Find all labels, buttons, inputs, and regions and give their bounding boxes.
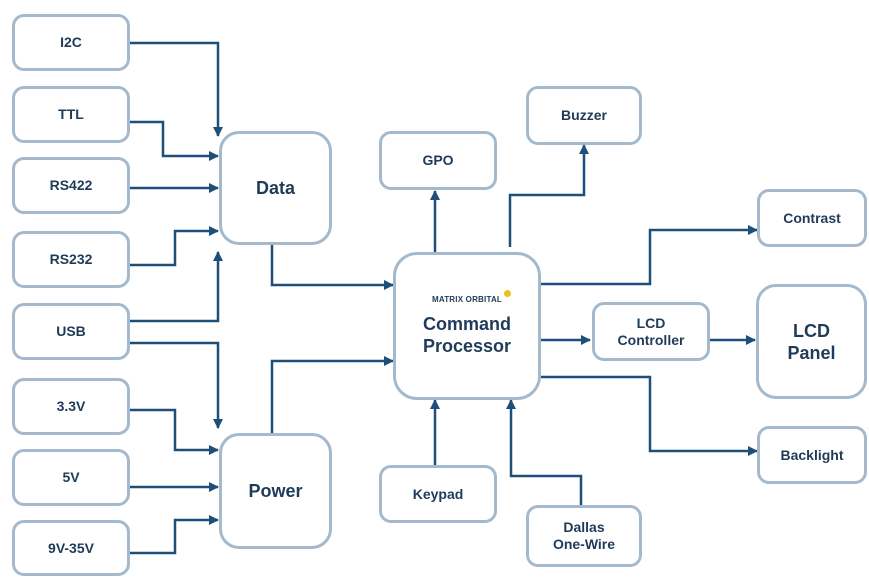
rs232-label: RS232: [49, 251, 93, 267]
buzzer-box: Buzzer: [526, 86, 642, 145]
lcd-panel-block: LCD Panel: [756, 284, 867, 399]
usb-label: USB: [56, 323, 86, 339]
wire-processor-buzzer: [508, 144, 589, 247]
rs422-box: RS422: [12, 157, 130, 214]
contrast-label: Contrast: [783, 209, 841, 226]
wire-ttl-data: [130, 120, 219, 161]
5v-box: 5V: [12, 449, 130, 506]
3v3-box: 3.3V: [12, 378, 130, 435]
dallas-one-wire-box: Dallas One-Wire: [526, 505, 642, 567]
i2c-label: I2C: [60, 34, 82, 50]
rs422-label: RS422: [49, 177, 93, 193]
matrix-orbital-logo: MATRIX ORBITAL: [432, 290, 512, 305]
lcd-panel-label-2: Panel: [787, 342, 836, 363]
dallas-label-1: Dallas: [563, 519, 605, 535]
wire-power-processor: [270, 356, 394, 433]
wire-dallas-processor: [506, 399, 583, 506]
rs232-box: RS232: [12, 231, 130, 288]
3v3-label: 3.3V: [56, 398, 86, 414]
power-label: Power: [248, 481, 303, 501]
wire-i2c-data: [130, 41, 223, 137]
data-block: Data: [219, 131, 332, 245]
gpo-box: GPO: [379, 131, 497, 190]
processor-line2: Processor: [422, 336, 512, 356]
9v35v-box: 9V-35V: [12, 520, 130, 576]
wire-usb-power: [130, 341, 223, 429]
power-block: Power: [219, 433, 332, 549]
backlight-label: Backlight: [780, 446, 844, 463]
gpo-label: GPO: [422, 152, 454, 168]
ttl-box: TTL: [12, 86, 130, 143]
lcd-controller-label-1: LCD: [636, 314, 666, 331]
wire-data-processor: [270, 245, 394, 290]
dallas-label-2: One-Wire: [552, 536, 616, 552]
9v35v-label: 9V-35V: [48, 539, 94, 556]
usb-box: USB: [12, 303, 130, 360]
contrast-box: Contrast: [757, 189, 867, 247]
i2c-box: I2C: [12, 14, 130, 71]
lcd-panel-label-1: LCD: [793, 320, 830, 341]
backlight-box: Backlight: [757, 426, 867, 484]
lcd-controller-box: LCD Controller: [592, 302, 710, 361]
wire-9v35v-power: [130, 515, 219, 555]
wire-processor-contrast: [541, 225, 758, 286]
command-processor-block: MATRIX ORBITAL Command Processor: [393, 252, 541, 400]
ttl-label: TTL: [58, 106, 84, 122]
wire-rs232-data: [130, 226, 219, 267]
data-label: Data: [255, 178, 295, 198]
keypad-label: Keypad: [412, 485, 464, 502]
processor-line1: Command: [422, 314, 511, 334]
lcd-controller-label-2: Controller: [617, 331, 685, 348]
logo-dot-icon: [504, 290, 512, 297]
wire-processor-backlight: [541, 375, 758, 456]
keypad-box: Keypad: [379, 465, 497, 523]
buzzer-label: Buzzer: [561, 107, 607, 123]
wire-usb-data: [130, 251, 223, 323]
5v-label: 5V: [62, 469, 80, 485]
wire-3v3-power: [130, 408, 219, 455]
